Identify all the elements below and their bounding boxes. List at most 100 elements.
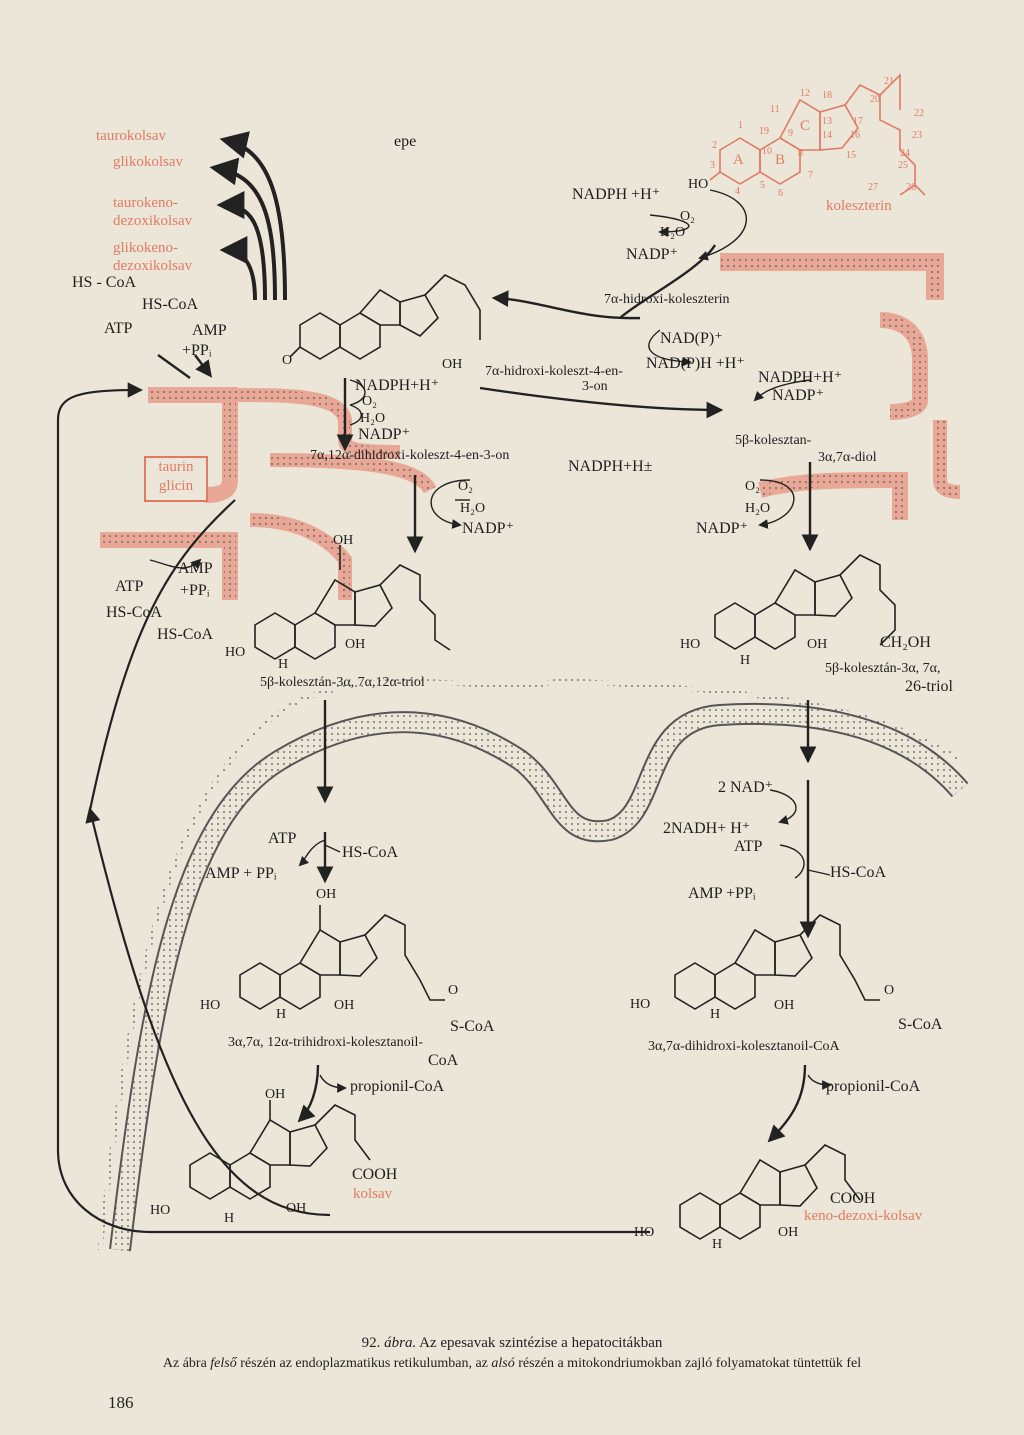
mito-left-name-l1: 3α,7α, 12α-trihidroxi-kolesztanoil- [228, 1035, 424, 1050]
cdca-ho: HO [634, 1225, 655, 1240]
triol-right-h: H [740, 653, 751, 668]
nadph-5: NADPH+H± [568, 458, 653, 475]
product-dihydroxy-enone: 7α,12α-dihidroxi-koleszt-4-en-3-on [310, 448, 510, 463]
mito-right-o: O [884, 983, 895, 998]
conj2-pp: +PPᵢ [180, 582, 210, 599]
triol-left-oh-top: OH [333, 533, 354, 548]
cdca-h: H [712, 1237, 723, 1252]
product-enone-l2: 3-on [582, 379, 608, 394]
return-loops [56, 382, 650, 1234]
cholesterol-atom-number: 25 [898, 160, 908, 171]
triol-right-ho: HO [680, 637, 701, 652]
nadp-in-2: NAD(P)⁺ [660, 330, 723, 347]
product-diol-l2: 3α,7α-diol [818, 450, 877, 465]
mito-left-atp: ATP [268, 830, 297, 847]
cholesterol-atom-number: 11 [770, 104, 780, 115]
cholic-cooh: COOH [352, 1166, 398, 1183]
figure-title: 92. ábra. Az epesavak szintézise a hepat… [0, 1335, 1024, 1352]
mito-left-oh: OH [334, 998, 355, 1013]
bile-acid-glyco-l2: dezoxikolsav [113, 258, 193, 274]
conj2-atp: ATP [115, 578, 144, 595]
glycine-label: glicin [158, 478, 194, 494]
cholesterol-atom-number: 23 [912, 130, 922, 141]
mito-left-propionyl: propionil-CoA [350, 1078, 445, 1095]
mito-right-name: 3α,7α-dihidroxi-kolesztanoil-CoA [648, 1039, 840, 1054]
figure-title-text: Az epesavak szintézise a hepatocitákban [419, 1335, 663, 1351]
mito-left-hscoa: HS-CoA [342, 844, 399, 861]
taurine-glycine-box: taurin glicin [144, 456, 208, 502]
cholesterol-atom-number: 3 [710, 160, 715, 171]
nadph-3: NADPH+H⁺ [355, 377, 440, 394]
cholesterol-atom-number: 4 [735, 186, 740, 197]
nadp-3: NADP⁺ [358, 426, 411, 443]
triol-left-oh: OH [345, 637, 366, 652]
cholesterol-atom-number: 16 [850, 130, 860, 141]
steroid-triol-left [254, 545, 451, 660]
cholesterol-atom-number: 9 [788, 128, 793, 139]
mito-left-name-l2: CoA [428, 1052, 459, 1069]
h2o-6: H₂O [745, 501, 771, 516]
cholesterol-atom-number: 12 [800, 88, 810, 99]
figure-abra: ábra. [384, 1335, 417, 1351]
mito-left-o: O [448, 983, 459, 998]
figure-caption: Az ábra felső részén az endoplazmatikus … [0, 1356, 1024, 1372]
cholic-h: H [224, 1211, 235, 1226]
conj2-hscoa-2: HS-CoA [157, 626, 214, 643]
mito-left-h: H [276, 1007, 287, 1022]
figure-number: 92. [361, 1335, 381, 1351]
nadph-1: NADPH +H⁺ [572, 186, 661, 203]
cholesterol-atom-number: 14 [822, 130, 832, 141]
triol-left-h: H [278, 657, 289, 672]
steroid-er-enone [289, 274, 481, 360]
product-7a-hydroxycholesterol: 7α-hidroxi-koleszterin [604, 292, 730, 307]
steroid-cdca [679, 1144, 861, 1240]
bile-acid-tauro-l2: dezoxikolsav [113, 213, 193, 229]
mito-right-atp: ATP [734, 838, 763, 855]
cdca-oh: OH [778, 1225, 799, 1240]
caption-part-a: Az ábra [162, 1356, 207, 1371]
steroid-cholic-acid [189, 1100, 371, 1200]
ring-a-label: A [733, 152, 744, 168]
steroid-triol-right [714, 554, 896, 650]
cofactor-curves [149, 189, 832, 1093]
triol-right-oh: OH [807, 637, 828, 652]
mito-right-ho: HO [630, 997, 651, 1012]
o2-5: O₂ [458, 479, 473, 494]
bile-acid-glycocholic: glikokolsav [113, 154, 183, 170]
cholesterol-atom-number: 22 [914, 108, 924, 119]
export-arrows [209, 131, 287, 301]
cholesterol-atom-number: 13 [822, 116, 832, 127]
ring-b-label: B [775, 152, 786, 168]
mito-right-nad: 2 NAD⁺ [718, 779, 774, 796]
h2o-1: H₂O [660, 225, 686, 240]
page-number: 186 [108, 1393, 134, 1412]
triol-right-ch2oh: CH₂OH [880, 634, 931, 651]
conj-amp: AMP [192, 322, 227, 339]
cholesterol-atom-number: 19 [759, 126, 769, 137]
cholesterol-atom-number: 20 [870, 94, 880, 105]
conj-pp: +PPᵢ [182, 342, 212, 359]
o2-3: O₂ [362, 394, 377, 409]
product-diol-l1: 5β-kolesztan- [735, 433, 812, 448]
conj-hscoa-1: HS - CoA [72, 274, 137, 291]
cholesterol-atom-number: 6 [778, 188, 783, 199]
mito-left-ho: HO [200, 998, 221, 1013]
caption-part-c: részén az endoplazmatikus retikulumban, … [240, 1356, 488, 1371]
cholesterol-label: koleszterin [826, 198, 892, 214]
cholic-ho: HO [150, 1203, 171, 1218]
product-enone-l1: 7α-hidroxi-koleszt-4-en- [485, 364, 623, 379]
cholesterol-ho: HO [688, 177, 709, 192]
cholesterol-atom-number: 15 [846, 150, 856, 161]
mito-right-h: H [710, 1007, 721, 1022]
enone-oh: OH [442, 357, 463, 372]
triol-right-name-l2: 26-triol [905, 678, 953, 695]
bile-acid-taurocholic: taurokolsav [96, 128, 166, 144]
mitochondrial-membrane [97, 677, 969, 1252]
bile-label: epe [394, 133, 417, 150]
triol-left-ho: HO [225, 645, 246, 660]
cholesterol-atom-number: 8 [798, 148, 803, 159]
cholesterol-atom-number: 21 [884, 76, 894, 87]
mito-right-nadh: 2NADH+ H⁺ [663, 820, 751, 837]
